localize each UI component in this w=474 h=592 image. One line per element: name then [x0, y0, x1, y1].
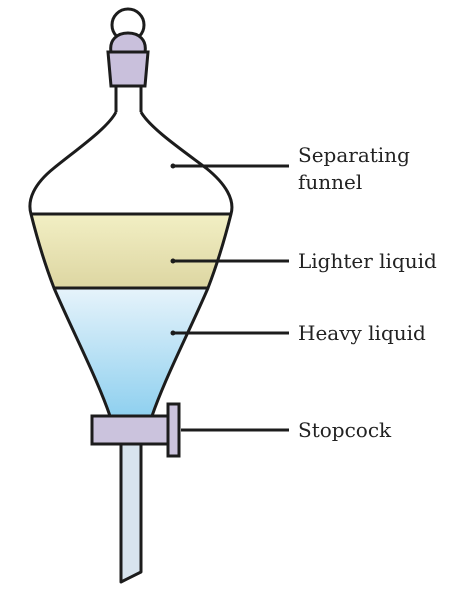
heavy-liquid-layer	[54, 288, 208, 416]
stopper-plug	[106, 50, 150, 88]
funnel-body-right	[139, 111, 234, 417]
funnel-neck	[114, 86, 143, 112]
leader-heavy-liquid	[170, 330, 289, 336]
lighter-liquid-layer	[31, 214, 231, 288]
label-heavy-liquid: Heavy liquid	[298, 321, 426, 345]
funnel-body	[28, 111, 118, 417]
label-lighter-liquid: Lighter liquid	[298, 249, 437, 273]
stopcock-body	[90, 414, 172, 446]
funnel-stem	[119, 442, 143, 584]
label-stopcock: Stopcock	[298, 418, 392, 442]
label-separating-funnel-line2: funnel	[298, 170, 362, 194]
label-separating-funnel-line1: Separating	[298, 143, 410, 167]
leader-lighter-liquid	[170, 258, 289, 264]
leader-separating-funnel	[170, 163, 289, 169]
stopper	[109, 31, 147, 54]
stopcock-handle	[166, 402, 181, 458]
